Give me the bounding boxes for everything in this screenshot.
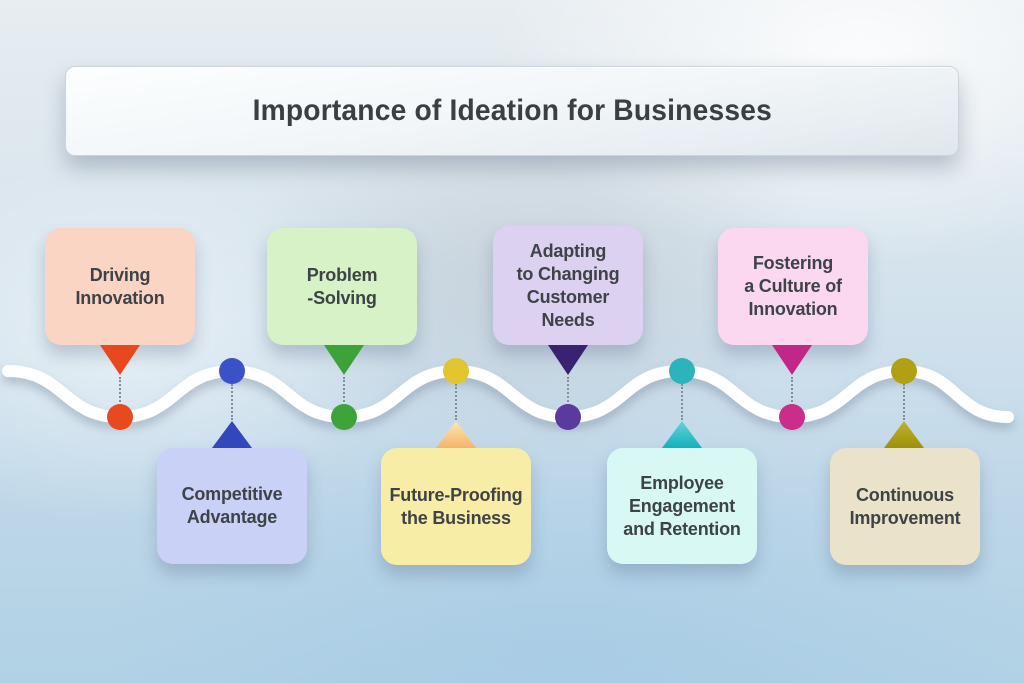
dotted-connector xyxy=(343,377,345,406)
timeline-node-dot xyxy=(669,358,695,384)
timeline-node-dot xyxy=(331,404,357,430)
page-title: Importance of Ideation for Businesses xyxy=(252,94,772,127)
wave-path xyxy=(2,364,1014,424)
dotted-connector xyxy=(791,377,793,406)
dotted-connector xyxy=(681,384,683,420)
item-label: Problem-Solving xyxy=(306,264,378,308)
timeline-node-dot xyxy=(779,404,805,430)
timeline-node-dot xyxy=(107,404,133,430)
timeline-node-dot xyxy=(555,404,581,430)
timeline-node-dot xyxy=(443,358,469,384)
dotted-connector xyxy=(567,377,569,406)
dotted-connector xyxy=(119,377,121,406)
item-card: Problem-Solving xyxy=(267,228,417,345)
timeline-node-dot xyxy=(891,358,917,384)
dotted-connector xyxy=(455,384,457,420)
timeline-node-dot xyxy=(219,358,245,384)
title-banner: Importance of Ideation for Businesses xyxy=(65,66,959,156)
dotted-connector xyxy=(903,384,905,420)
dotted-connector xyxy=(231,384,233,420)
